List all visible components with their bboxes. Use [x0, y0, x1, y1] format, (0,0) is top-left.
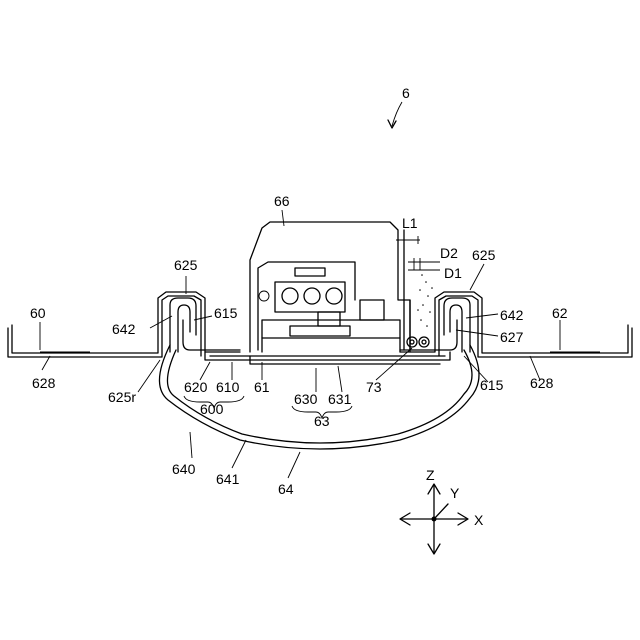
label-625r: 625r — [108, 389, 136, 405]
label-73: 73 — [366, 379, 382, 395]
label-628-left: 628 — [32, 375, 56, 391]
label-615-right: 615 — [480, 377, 504, 393]
label-66: 66 — [274, 193, 290, 209]
gap-627 — [417, 274, 433, 327]
label-642-left: 642 — [112, 321, 136, 337]
label-620: 620 — [184, 379, 208, 395]
device-66 — [250, 222, 410, 352]
label-630: 630 — [294, 391, 318, 407]
label-631: 631 — [328, 391, 352, 407]
right-panel-62 — [400, 292, 632, 357]
label-642-right: 642 — [500, 307, 524, 323]
labels: 6 66 L1 D2 D1 625 625 60 62 642 642 615 … — [30, 85, 568, 528]
label-62: 62 — [552, 305, 568, 321]
arrow-6 — [388, 102, 402, 128]
label-L1: L1 — [402, 215, 418, 231]
axis-label-x: X — [474, 512, 484, 528]
label-600: 600 — [200, 401, 224, 417]
label-640: 640 — [172, 461, 196, 477]
label-625-left: 625 — [174, 257, 198, 273]
dimension-marks — [396, 236, 440, 270]
label-D2: D2 — [440, 245, 458, 261]
label-641: 641 — [216, 471, 240, 487]
label-6: 6 — [402, 85, 410, 101]
connector-73 — [404, 230, 429, 350]
axis-label-z: Z — [426, 467, 435, 483]
label-610: 610 — [216, 379, 240, 395]
label-615-left: 615 — [214, 305, 238, 321]
label-60: 60 — [30, 305, 46, 321]
label-61: 61 — [254, 379, 270, 395]
label-63: 63 — [314, 413, 330, 429]
label-628-right: 628 — [530, 375, 554, 391]
base-plate-61 — [205, 352, 450, 364]
label-627: 627 — [500, 329, 524, 345]
label-625-right: 625 — [472, 247, 496, 263]
label-64: 64 — [278, 481, 294, 497]
axis-label-y: Y — [450, 485, 460, 501]
label-D1: D1 — [444, 265, 462, 281]
